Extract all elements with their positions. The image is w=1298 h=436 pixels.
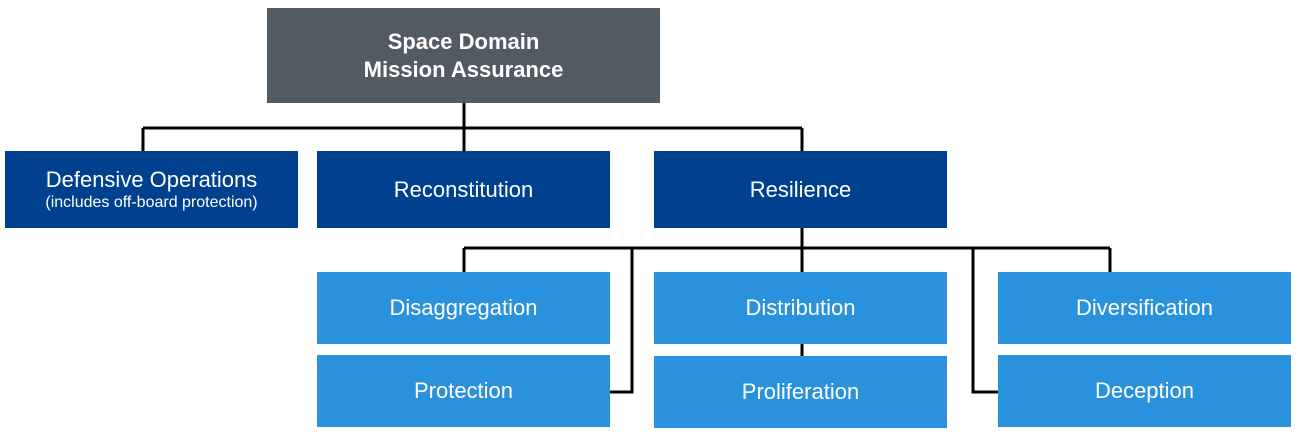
node-resilience: Resilience bbox=[654, 151, 947, 228]
root-label-line2: Mission Assurance bbox=[363, 56, 564, 82]
node-protection: Protection bbox=[317, 355, 610, 427]
distribution-label: Distribution bbox=[745, 295, 856, 320]
resilience-label: Resilience bbox=[749, 176, 852, 202]
defensive-operations-label: Defensive Operations bbox=[45, 166, 258, 192]
connector-to-deception bbox=[971, 248, 998, 394]
disaggregation-label: Disaggregation bbox=[389, 295, 538, 320]
node-diversification: Diversification bbox=[998, 272, 1291, 344]
deception-label: Deception bbox=[1094, 378, 1195, 403]
reconstitution-label: Reconstitution bbox=[393, 176, 534, 202]
defensive-operations-sublabel: (includes off-board protection) bbox=[45, 193, 258, 211]
root-label-line1: Space Domain bbox=[387, 28, 540, 54]
node-proliferation: Proliferation bbox=[654, 356, 947, 428]
node-reconstitution: Reconstitution bbox=[317, 151, 610, 228]
node-deception: Deception bbox=[998, 355, 1291, 427]
protection-label: Protection bbox=[413, 378, 514, 403]
proliferation-label: Proliferation bbox=[741, 379, 860, 404]
node-disaggregation: Disaggregation bbox=[317, 272, 610, 344]
node-distribution: Distribution bbox=[654, 272, 947, 344]
node-defensive-operations: Defensive Operations (includes off-board… bbox=[5, 151, 298, 228]
root-node-space-domain-mission-assurance: Space Domain Mission Assurance bbox=[267, 8, 660, 103]
connector-to-protection bbox=[610, 248, 634, 394]
diversification-label: Diversification bbox=[1076, 295, 1213, 320]
